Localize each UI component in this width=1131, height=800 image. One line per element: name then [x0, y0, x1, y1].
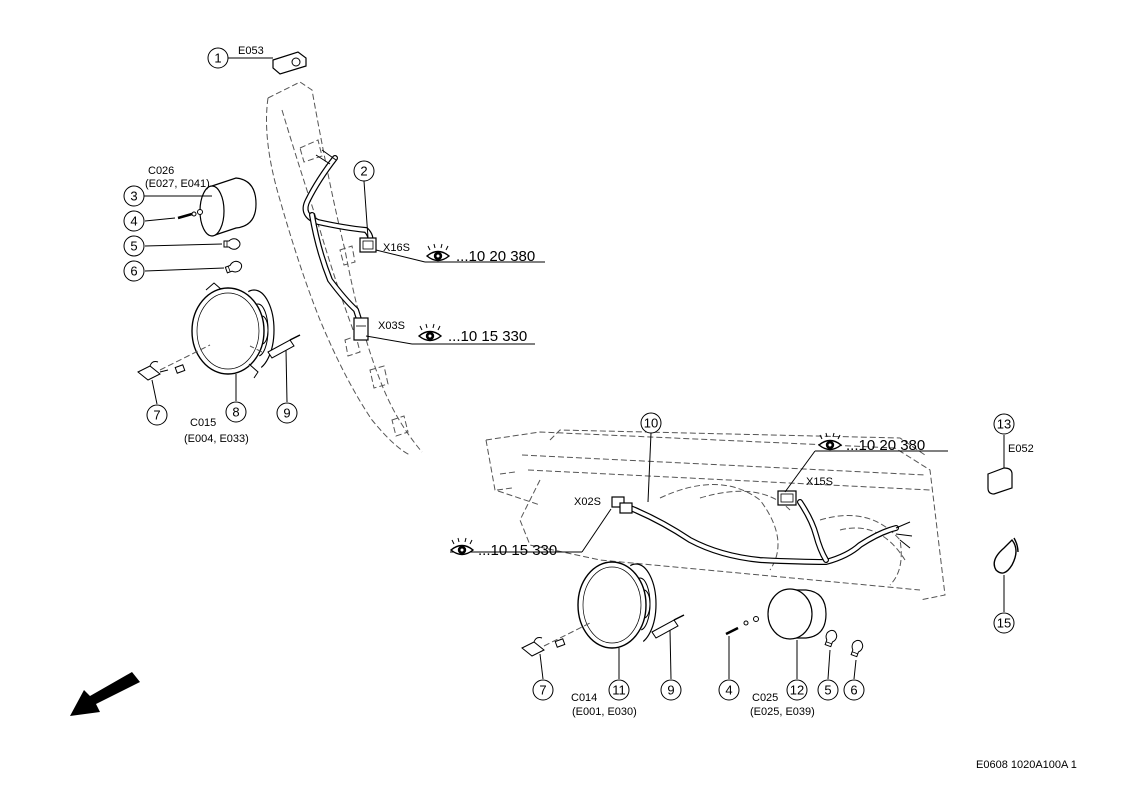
svg-text:8: 8 — [232, 405, 239, 420]
svg-text:9: 9 — [283, 406, 290, 421]
eye-icon — [426, 243, 450, 262]
drawing-code: E0608 1020A100A 1 — [976, 759, 1077, 771]
callout-7-left: 7 — [146, 404, 168, 426]
cable-tie — [993, 537, 1019, 574]
callout-4-right: 4 — [718, 679, 740, 701]
label-c026-sub: (E027, E041) — [145, 178, 210, 190]
h-bulb-right — [521, 621, 593, 657]
callout-4-left: 4 — [123, 210, 145, 232]
bulb-5-right — [822, 628, 839, 648]
label-c025: C025 — [752, 692, 778, 704]
connector-x15s — [777, 490, 797, 506]
svg-text:1: 1 — [214, 51, 221, 66]
svg-text:15: 15 — [997, 616, 1011, 631]
indicator-lamp-c025 — [767, 588, 827, 640]
callout-1: 1 — [207, 47, 229, 69]
svg-text:10: 10 — [644, 416, 658, 431]
connector-x03s — [353, 317, 369, 341]
eye-icon — [450, 537, 474, 556]
label-c026: C026 — [148, 165, 174, 177]
label-c014-sub: (E001, E030) — [572, 706, 637, 718]
left-panel-outline — [266, 81, 423, 456]
label-e052: E052 — [1008, 443, 1034, 455]
right-wiring-harness — [625, 499, 913, 565]
svg-text:7: 7 — [153, 408, 160, 423]
label-x16s: X16S — [383, 242, 410, 254]
callout-7-right: 7 — [532, 679, 554, 701]
direction-arrow-icon — [70, 672, 140, 716]
bulb-6-right — [848, 638, 865, 658]
h-bulb-left — [137, 344, 211, 381]
svg-text:11: 11 — [612, 683, 626, 698]
svg-text:6: 6 — [130, 264, 137, 279]
svg-text:3: 3 — [130, 189, 137, 204]
callout-11: 11 — [608, 679, 630, 701]
bulb-5-left — [223, 238, 241, 250]
callout-12: 12 — [786, 679, 808, 701]
lamp-e053 — [272, 51, 307, 75]
callout-6-right: 6 — [843, 679, 865, 701]
ref-10-15-330-right: ...10 15 330 — [478, 542, 557, 559]
svg-text:4: 4 — [130, 214, 137, 229]
headlamp-c014 — [577, 561, 657, 649]
side-bulb-left — [249, 334, 301, 359]
callout-5-left: 5 — [123, 235, 145, 257]
label-c015-sub: (E004, E033) — [184, 433, 249, 445]
eye-icon — [418, 323, 442, 342]
label-e053: E053 — [238, 45, 264, 57]
svg-text:7: 7 — [539, 683, 546, 698]
svg-text:12: 12 — [790, 683, 804, 698]
label-x15s: X15S — [806, 476, 833, 488]
callout-9-right: 9 — [660, 679, 682, 701]
callout-3: 3 — [123, 185, 145, 207]
label-x02s: X02S — [574, 496, 601, 508]
headlamp-c015 — [191, 282, 275, 379]
connector-x16s — [359, 237, 377, 253]
screw-set-left — [177, 209, 203, 220]
eye-icon — [818, 432, 842, 451]
svg-text:5: 5 — [824, 683, 831, 698]
label-c015: C015 — [190, 417, 216, 429]
label-c014: C014 — [571, 692, 597, 704]
callout-13: 13 — [993, 413, 1015, 435]
screw-set-right — [725, 616, 759, 636]
callout-9-left: 9 — [276, 402, 298, 424]
callout-2: 2 — [353, 160, 375, 182]
bulb-6-left — [224, 259, 244, 276]
callout-15: 15 — [993, 612, 1015, 634]
callout-10: 10 — [640, 412, 662, 434]
callout-8: 8 — [225, 401, 247, 423]
svg-text:5: 5 — [130, 239, 137, 254]
svg-text:2: 2 — [360, 164, 367, 179]
connector-x02s — [611, 496, 633, 514]
label-c025-sub: (E025, E039) — [750, 706, 815, 718]
svg-text:9: 9 — [667, 683, 674, 698]
svg-text:6: 6 — [850, 683, 857, 698]
svg-text:13: 13 — [997, 417, 1011, 432]
callout-6-left: 6 — [123, 260, 145, 282]
ref-10-20-380-right: ...10 20 380 — [846, 437, 925, 454]
side-bulb-right — [651, 614, 685, 639]
label-x03s: X03S — [378, 320, 405, 332]
svg-text:4: 4 — [725, 683, 732, 698]
ref-10-15-330-left: ...10 15 330 — [448, 328, 527, 345]
lamp-e052 — [987, 467, 1013, 495]
right-panel-outline — [485, 429, 946, 601]
ref-10-20-380-left: ...10 20 380 — [456, 248, 535, 265]
callout-5-right: 5 — [817, 679, 839, 701]
